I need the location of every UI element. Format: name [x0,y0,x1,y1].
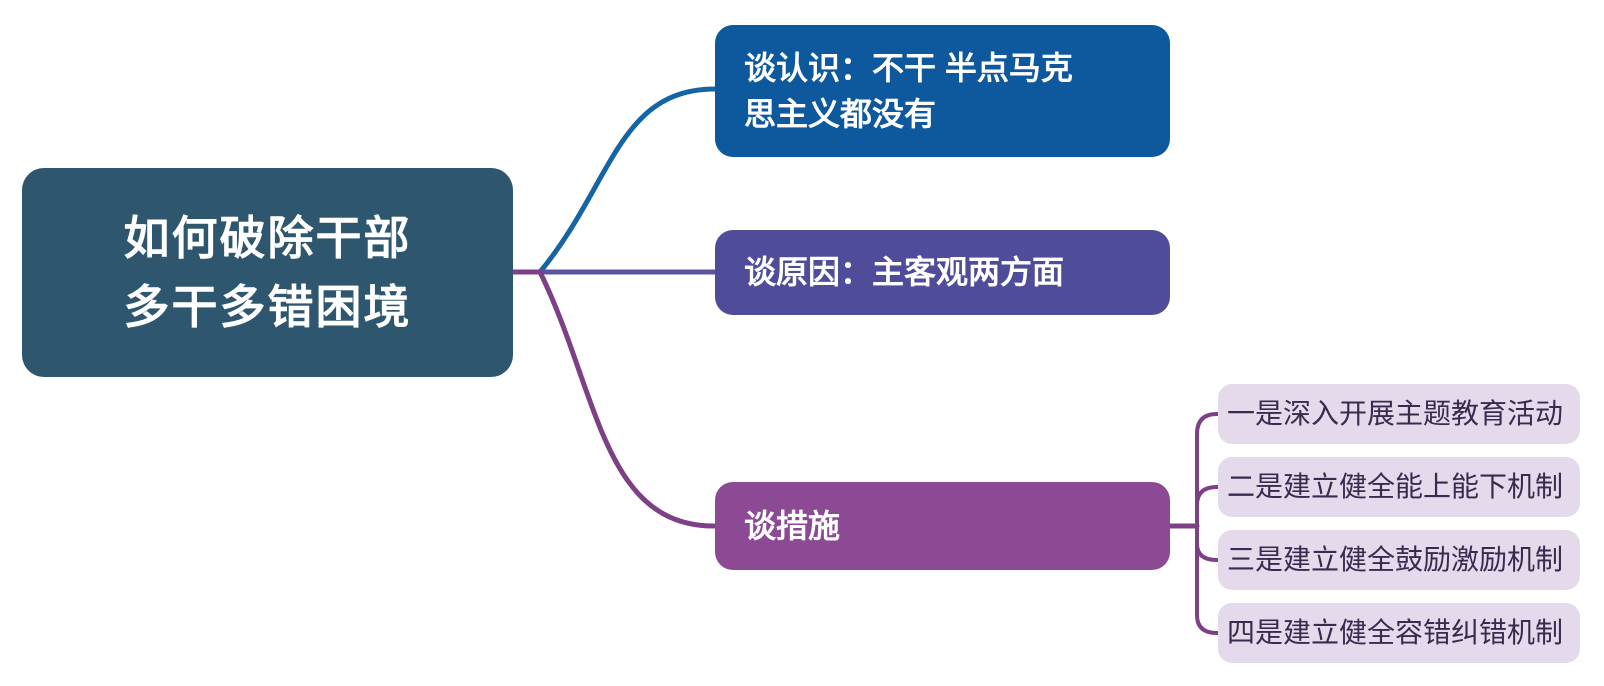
connector-measure-4 [1195,524,1222,635]
connector-measure-2 [1195,485,1222,528]
branch-node-awareness[interactable]: 谈认识：不干 半点马克 思主义都没有 [715,25,1170,157]
measure-node-2[interactable]: 二是建立健全能上能下机制 [1218,457,1580,517]
root-node-label: 如何破除干部 多干多错困境 [123,211,412,333]
branch-node-measures-label: 谈措施 [744,507,841,544]
connector-measure-3 [1195,524,1222,562]
measure-node-4[interactable]: 四是建立健全容错纠错机制 [1218,603,1580,663]
branch-node-causes-label: 谈原因：主客观两方面 [744,254,1065,291]
connector-branch-measures [537,269,717,529]
root-node[interactable]: 如何破除干部 多干多错困境 [22,168,513,377]
branch-node-causes[interactable]: 谈原因：主客观两方面 [715,230,1170,315]
branch-node-measures[interactable]: 谈措施 [715,482,1170,570]
measure-node-4-label: 四是建立健全容错纠错机制 [1227,617,1564,648]
connector-branch-awareness [537,86,718,275]
measure-node-3[interactable]: 三是建立健全鼓励激励机制 [1218,530,1580,590]
measure-node-2-label: 二是建立健全能上能下机制 [1227,471,1564,502]
connector-measure-1 [1195,412,1222,528]
branch-node-awareness-label: 谈认识：不干 半点马克 思主义都没有 [744,49,1073,132]
measure-node-1-label: 一是深入开展主题教育活动 [1227,398,1564,429]
measure-node-1[interactable]: 一是深入开展主题教育活动 [1218,384,1580,444]
measure-node-3-label: 三是建立健全鼓励激励机制 [1227,544,1564,575]
